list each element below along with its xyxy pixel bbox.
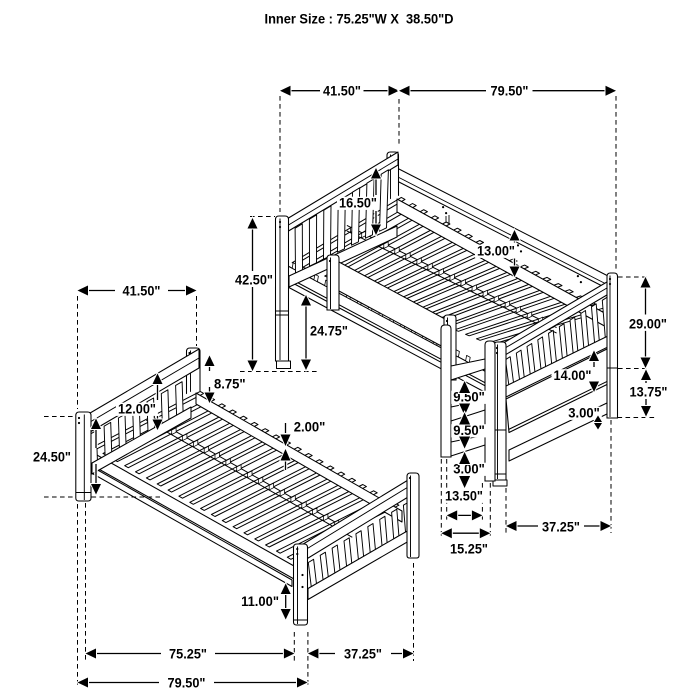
svg-text:8.75": 8.75": [214, 377, 246, 392]
svg-text:13.75": 13.75": [630, 385, 668, 400]
svg-text:2.00": 2.00": [294, 420, 326, 435]
svg-text:Inner Size : 75.25"W X 38.50": Inner Size : 75.25"W X 38.50"D: [265, 12, 454, 27]
svg-text:29.00": 29.00": [629, 317, 667, 332]
svg-text:14.00": 14.00": [554, 368, 592, 383]
svg-text:42.50": 42.50": [235, 273, 273, 288]
svg-text:11.00": 11.00": [241, 594, 279, 609]
svg-text:12.00": 12.00": [118, 402, 156, 417]
svg-text:24.75": 24.75": [310, 324, 348, 339]
svg-text:13.00": 13.00": [477, 244, 515, 259]
svg-text:75.25": 75.25": [169, 647, 207, 662]
svg-text:79.50": 79.50": [168, 676, 206, 691]
svg-text:3.00": 3.00": [453, 462, 485, 477]
svg-text:79.50": 79.50": [491, 84, 529, 99]
svg-text:16.50": 16.50": [339, 196, 377, 211]
svg-text:9.50": 9.50": [453, 423, 485, 438]
svg-text:3.00": 3.00": [568, 406, 600, 421]
svg-text:15.25": 15.25": [450, 542, 488, 557]
svg-text:24.50": 24.50": [33, 450, 71, 465]
svg-text:13.50": 13.50": [445, 489, 483, 504]
svg-text:41.50": 41.50": [123, 284, 161, 299]
svg-text:41.50": 41.50": [323, 84, 361, 99]
svg-text:37.25": 37.25": [542, 520, 580, 535]
svg-text:37.25": 37.25": [344, 647, 382, 662]
